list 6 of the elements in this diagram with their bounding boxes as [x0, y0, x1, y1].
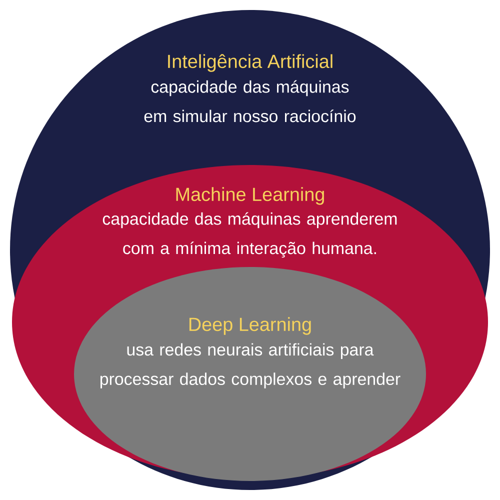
- region-title: Deep Learning: [189, 317, 311, 335]
- region-description: capacidade das máquinas em simular nosso raciocínio: [144, 80, 356, 122]
- region-title: Inteligência Artificial: [168, 54, 332, 72]
- region-title: Machine Learning: [176, 187, 324, 205]
- region-description: usa redes neurais artificiais para processar dados complexos e aprender: [100, 343, 400, 388]
- region-description: capacidade das máquinas aprenderem com a mínima interação humana.: [102, 212, 397, 258]
